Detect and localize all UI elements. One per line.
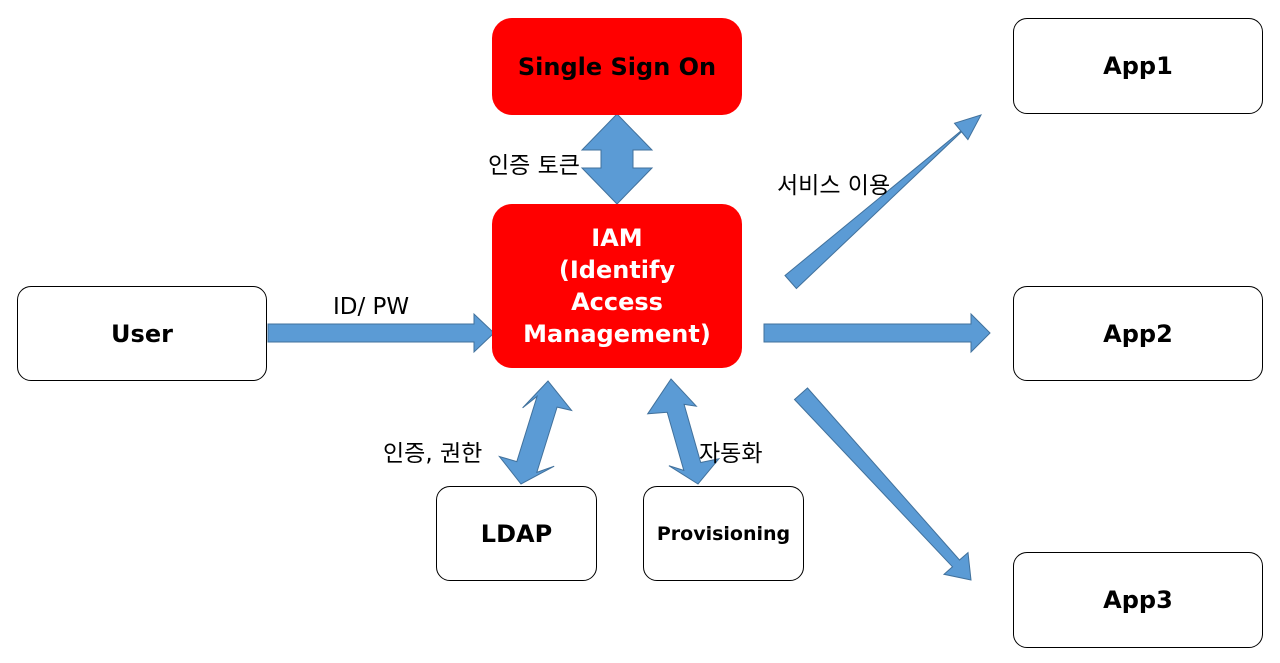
iam-label-line3: Access	[571, 288, 663, 316]
ldap-node: LDAP	[436, 486, 597, 581]
arrow-user-iam	[267, 312, 495, 354]
app3-node: App3	[1013, 552, 1263, 648]
edge-label-idpw: ID/ PW	[333, 294, 410, 320]
arrow-iam-ldap	[498, 380, 573, 485]
app1-label: App1	[1103, 52, 1173, 80]
edge-label-auth: 인증, 권한	[383, 441, 483, 467]
user-label: User	[111, 319, 173, 348]
edge-label-automation: 자동화	[699, 441, 763, 467]
provisioning-node: Provisioning	[643, 486, 804, 581]
provisioning-label: Provisioning	[656, 522, 791, 545]
arrow-sso-iam	[580, 113, 654, 205]
app3-label: App3	[1103, 586, 1173, 614]
iam-label-line4: Management)	[523, 320, 711, 348]
arrow-iam-provisioning	[646, 378, 721, 485]
iam-label-line2: (Identify	[558, 256, 676, 284]
app1-node: App1	[1013, 18, 1263, 114]
sso-node: Single Sign On	[492, 18, 742, 115]
edge-label-token: 인증 토큰	[488, 153, 580, 179]
ldap-label: LDAP	[480, 519, 553, 548]
app2-label: App2	[1103, 319, 1173, 348]
arrow-iam-app3	[793, 387, 972, 581]
iam-label-line1: IAM	[591, 224, 643, 252]
sso-label: Single Sign On	[517, 52, 717, 81]
iam-node: IAM (Identify Access Management)	[492, 204, 742, 368]
arrow-iam-app2	[763, 312, 991, 354]
arrow-iam-app1	[784, 114, 983, 290]
edge-label-service: 서비스 이용	[777, 173, 891, 199]
user-node: User	[17, 286, 267, 381]
app2-node: App2	[1013, 286, 1263, 381]
